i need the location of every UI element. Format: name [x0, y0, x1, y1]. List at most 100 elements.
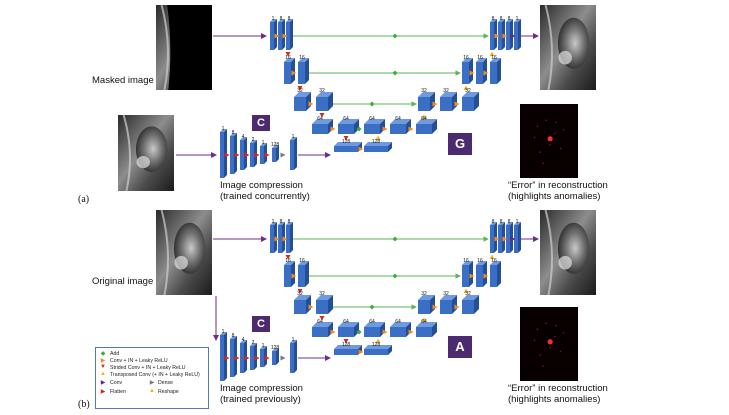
- arrow-up-icon: ▲: [100, 371, 106, 377]
- unet-b-enc2-ch-0: 16: [285, 258, 291, 264]
- unet-b-lvl4-block-1-top: [338, 322, 359, 327]
- unet-a-enc1-conv-0: [274, 33, 280, 39]
- unet-b-dec1-out: [510, 236, 516, 242]
- unet-b-enc2-block-1: [298, 261, 309, 287]
- legend-item-conv: Conv: [110, 380, 123, 386]
- unet-b-dec3-block-0-top: [418, 295, 435, 300]
- unet-b-enc2-block-1-side: [305, 261, 309, 287]
- unet-b-add-4: [356, 329, 362, 335]
- unet-a-enc1-block-2: [286, 19, 293, 50]
- unet-b-dec1-ch-0: 8: [492, 219, 495, 225]
- unet-b-dec1-block-2-front: [506, 225, 510, 253]
- unet-a-bottleneck-block-1: [364, 142, 392, 152]
- error-map-a-speck-1: [545, 119, 547, 122]
- unet-b-enc3-block-1: [316, 295, 333, 314]
- unet-b-dec2-block-1-top: [476, 261, 487, 265]
- unet-a-dec1-conv-0: [494, 33, 500, 39]
- compressor-b-block-6: [290, 340, 297, 373]
- unet-a-enc2-block-0-top: [284, 58, 295, 62]
- unet-b-lvl4-block-4-side: [432, 322, 437, 337]
- unet-a-dec3-conv-1: [454, 101, 460, 107]
- unet-b-lvl4-ch-0: 64: [317, 319, 323, 325]
- unet-b-lvl4-block-0-top: [312, 322, 333, 327]
- unet-a-enc1-block-1-front: [278, 22, 282, 50]
- compressor-a-down-1: [234, 152, 240, 158]
- unet-a-enc2-block-0: [284, 58, 295, 84]
- unet-a-lvl4-up: [375, 135, 381, 140]
- unet-b-dec1-block-0-front: [490, 225, 494, 253]
- compressor-a-block-1-top: [230, 133, 237, 136]
- error-map-a-speck-6: [533, 136, 536, 139]
- unet-a-dec1-ch-2: 8: [508, 16, 511, 22]
- unet-a-dec1-up: [489, 51, 495, 56]
- unet-b-dec1-block-3: [514, 222, 521, 253]
- legend-item-reshape: Reshape: [158, 389, 179, 395]
- unet-b-enc2-down: [297, 289, 303, 294]
- compressor-b-flatten: [264, 355, 270, 361]
- compressor-a-block-2-top: [240, 137, 247, 140]
- compressor-b-ch-5: 128: [271, 345, 280, 351]
- unet-b-bottleneck-block-1-top: [364, 345, 392, 349]
- unet-a-enc1-block-2-side: [290, 19, 293, 50]
- compressor-a-block-1-front: [230, 136, 234, 174]
- compressor-a-down-0: [224, 152, 230, 158]
- unet-b-dec1-block-1-top: [498, 222, 505, 225]
- unet-b-enc2-block-1-front: [298, 265, 305, 287]
- compressor-b-block-1-top: [230, 336, 237, 339]
- unet-b-enc2-block-0-front: [284, 265, 291, 287]
- compressor-b-block-0-front: [220, 335, 224, 381]
- compressor-a-ch-6: 1: [292, 134, 295, 140]
- unet-a-lvl4-ch-3: 64: [395, 116, 401, 122]
- unet-a-dec1-block-1-top: [498, 19, 505, 22]
- unet-a-dec1-block-3-front: [514, 22, 518, 50]
- unet-b-enc2-conv: [291, 273, 297, 279]
- unet-b-lvl4-conv-2: [408, 329, 414, 335]
- unet-a-dec2-block-1-side: [483, 58, 487, 84]
- unet-a-lvl4-ch-1: 64: [343, 116, 349, 122]
- masked-image-label: Masked image: [92, 75, 154, 86]
- error-b-subtitle: (highlights anomalies): [508, 394, 601, 405]
- unet-a-dec2-block-2: [490, 58, 501, 84]
- error-map-a-speck-3: [559, 147, 562, 150]
- error-a-subtitle: (highlights anomalies): [508, 191, 601, 202]
- compressor-a-block-6-top: [290, 137, 297, 140]
- unet-b-dec1-block-3-front: [514, 225, 518, 253]
- unet-a-enc3-block-1: [316, 92, 333, 111]
- unet-a-bottleneck-ch-0: 128: [342, 139, 351, 145]
- reconstruction-image-a-bright: [558, 50, 572, 65]
- unet-b-lvl4-ch-2: 64: [369, 319, 375, 325]
- unet-a-enc2-block-0-front: [284, 62, 291, 84]
- unet-b-lvl4-ch-4: 64: [421, 319, 427, 325]
- compressor-a-block-3-top: [250, 140, 257, 143]
- reconstruction-image-b: [540, 209, 596, 296]
- error-map-a-speck-5: [549, 143, 551, 146]
- unet-b-lvl4-block-2-front: [364, 327, 380, 337]
- unet-a-dec2-block-1: [476, 58, 487, 84]
- unet-b-dec1-ch-3: 1: [516, 219, 519, 225]
- unet-b-enc1-ch-0: 1: [272, 219, 275, 225]
- unet-a-enc2-ch-0: 16: [285, 55, 291, 61]
- unet-a-dec2-conv-1: [483, 70, 489, 76]
- unet-a-lvl4-block-0-front: [312, 124, 328, 134]
- unet-b-dec2-block-0-front: [462, 265, 469, 287]
- unet-a-lvl4-block-1-front: [338, 124, 354, 134]
- unet-a-dec2-block-1-front: [476, 62, 483, 84]
- masked-input-image-edge: [160, 4, 169, 91]
- compressor-b-down-3: [254, 355, 260, 361]
- error-map-a-speck-2: [554, 132, 556, 135]
- compressor-b-block-3-front: [250, 346, 254, 370]
- unet-a-add-3: [369, 101, 375, 107]
- compressor-a-block-5: [272, 145, 279, 162]
- unet-b-enc3-ch-0: 32: [297, 291, 303, 297]
- unet-b-lvl4-block-4: [416, 322, 437, 337]
- compressor-b-block-5-side: [276, 348, 279, 365]
- unet-a-lvl4-block-2-front: [364, 124, 380, 134]
- unet-b-bottleneck-ch-0: 128: [342, 342, 351, 348]
- unet-a-dec3-block-1-front: [440, 97, 452, 111]
- unet-a-enc1-block-0-top: [270, 19, 277, 22]
- unet-a-dec1-ch-3: 1: [516, 16, 519, 22]
- unet-b-bottleneck-block-1-front: [364, 349, 388, 355]
- unet-a-bottleneck-block-0-front: [334, 146, 358, 152]
- unet-a-enc3-ch-0: 32: [297, 88, 303, 94]
